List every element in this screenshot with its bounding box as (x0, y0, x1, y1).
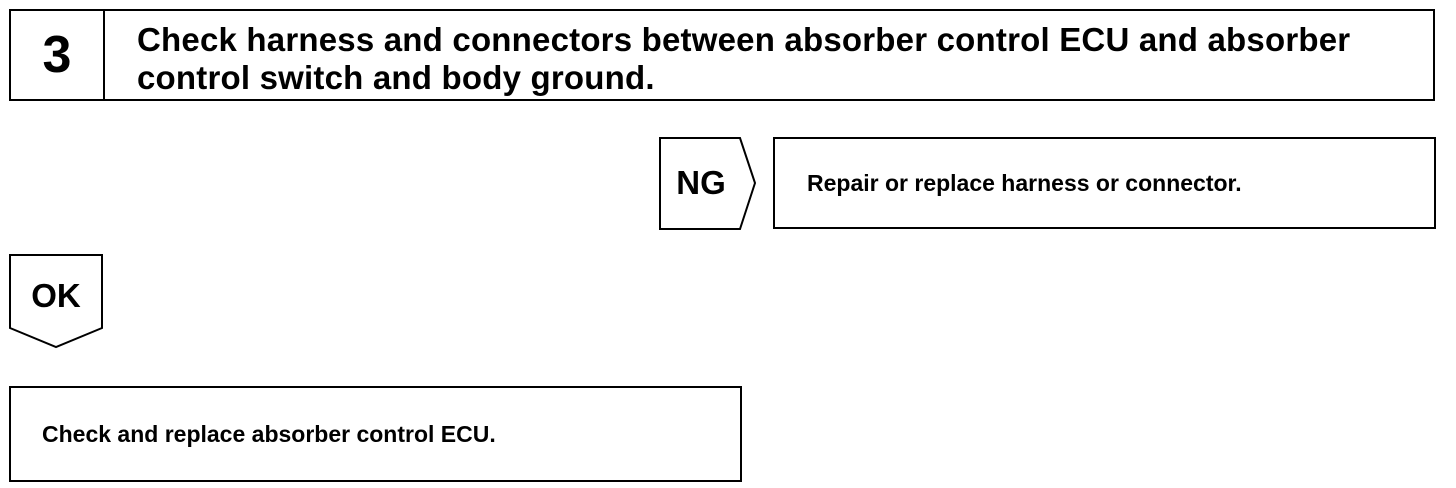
step-box: 3 Check harness and connectors between a… (9, 9, 1435, 101)
ng-result-box: Repair or replace harness or connector. (773, 137, 1436, 229)
final-action-box: Check and replace absorber control ECU. (9, 386, 742, 482)
step-title: Check harness and connectors between abs… (137, 21, 1351, 96)
ng-result-text: Repair or replace harness or connector. (807, 169, 1242, 196)
step-number: 3 (11, 11, 105, 99)
final-action-text: Check and replace absorber control ECU. (42, 420, 496, 447)
ng-tag-label: NG (676, 164, 726, 201)
ok-tag-label: OK (31, 277, 81, 314)
ok-arrow-tag (9, 254, 103, 349)
ng-arrow-tag (659, 137, 757, 230)
